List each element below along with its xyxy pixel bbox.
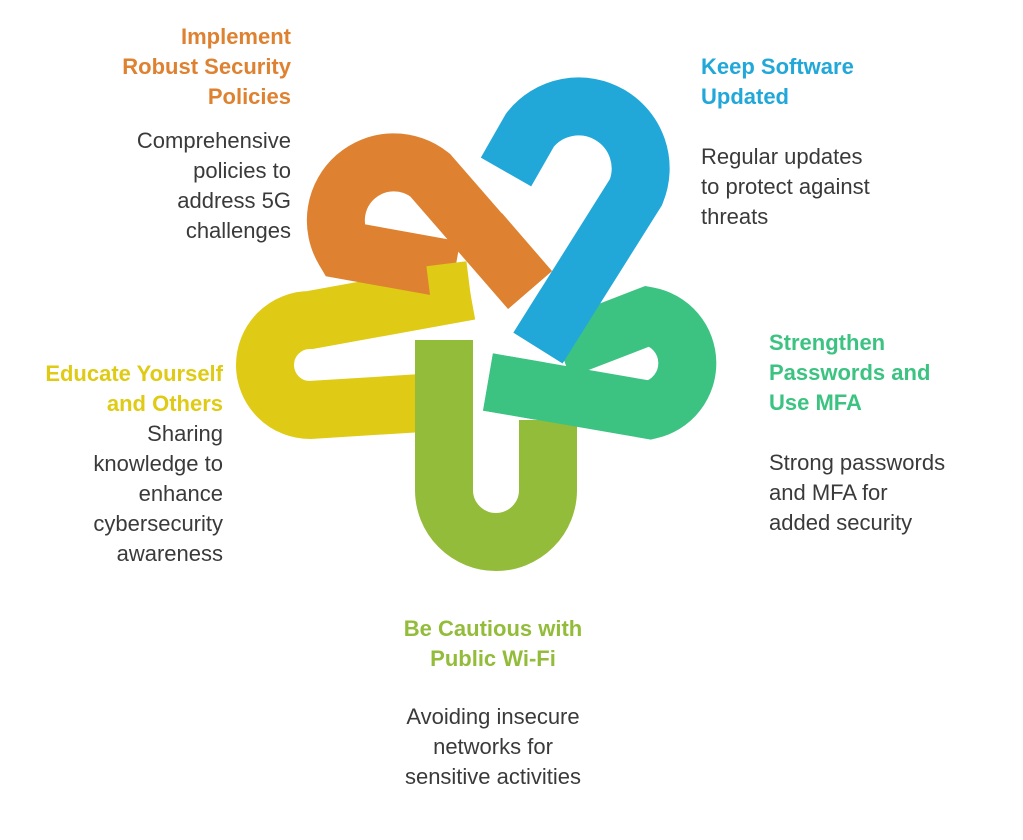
loop-policies [306, 133, 552, 310]
educate-title: Educate Yourself and Others [45, 361, 223, 416]
software-desc: Regular updates to protect against threa… [701, 144, 870, 229]
educate-block: Educate Yourself and Others Sharing know… [3, 359, 223, 569]
policies-block: Implement Robust Security Policies Compr… [31, 22, 291, 246]
passwords-desc: Strong passwords and MFA for added secur… [769, 450, 946, 535]
loop-wifi [415, 340, 577, 571]
wifi-desc: Avoiding insecure networks for sensitive… [404, 704, 582, 789]
software-block: Keep Software Updated Regular updates to… [701, 52, 961, 232]
loop-passwords [483, 285, 717, 440]
passwords-title: Strengthen Passwords and Use MFA [769, 330, 931, 415]
loop-educate-overlap [426, 261, 474, 324]
software-title: Keep Software Updated [701, 54, 854, 109]
wifi-title: Be Cautious with Public Wi-Fi [403, 616, 583, 671]
passwords-block: Strengthen Passwords and Use MFA Strong … [769, 328, 1009, 538]
wifi-block: Be Cautious with Public Wi-Fi Avoiding i… [368, 614, 618, 792]
loop-software-overlap [513, 289, 590, 364]
loop-passwords-overlap [483, 353, 545, 420]
policies-desc: Comprehensive policies to address 5G cha… [136, 128, 291, 243]
loop-policies-overlap [458, 213, 552, 309]
loop-software [480, 77, 670, 364]
loop-educate [236, 262, 476, 440]
policies-title: Implement Robust Security Policies [122, 24, 291, 109]
educate-desc: Sharing knowledge to enhance cybersecuri… [93, 421, 223, 566]
